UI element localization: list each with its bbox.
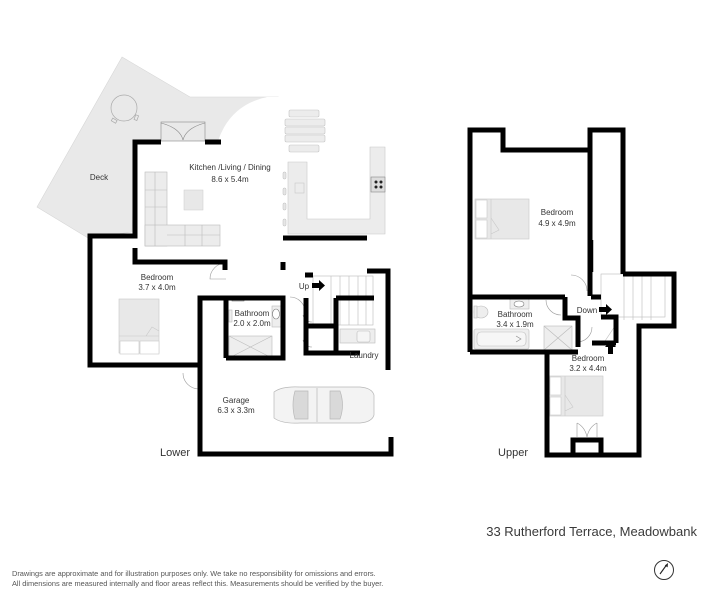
walls-lower xyxy=(87,139,394,457)
arrow-right-icon xyxy=(312,280,325,291)
room-name-bathroom-upper: Bathroom xyxy=(498,310,533,319)
walls-upper xyxy=(467,127,677,458)
room-name-bathroom-lower: Bathroom xyxy=(235,309,270,318)
property-address: 33 Rutherford Terrace, Meadowbank xyxy=(486,524,697,539)
room-size-bedroom-lower: 3.7 x 4.0m xyxy=(138,283,176,292)
bed-icon xyxy=(474,198,530,240)
cooktop-icon xyxy=(370,176,386,193)
room-name-kitchen: Kitchen /Living / Dining xyxy=(189,163,270,172)
room-name-deck: Deck xyxy=(90,173,109,182)
stairs-label-down: Down xyxy=(577,306,597,315)
room-name-garage: Garage xyxy=(223,396,250,405)
car-icon xyxy=(273,386,375,424)
bathroom-fixtures xyxy=(473,298,573,351)
north-arrow-icon xyxy=(654,560,674,580)
upper-floor xyxy=(467,127,677,458)
room-name-laundry: Laundry xyxy=(350,351,379,360)
bar-stools xyxy=(282,171,287,227)
disclaimer-line-2: All dimensions are measured internally a… xyxy=(12,579,384,588)
kitchen-bench xyxy=(287,146,386,235)
bed-icon xyxy=(548,375,604,417)
french-door xyxy=(160,121,206,142)
room-size-bedroom-upper-2: 3.2 x 4.4m xyxy=(569,364,607,373)
arrow-up-icon xyxy=(605,341,616,354)
room-size-kitchen: 8.6 x 5.4m xyxy=(211,175,249,184)
arrow-right-icon xyxy=(599,304,612,315)
stairs-upper[interactable] xyxy=(600,273,666,345)
coffee-table-icon xyxy=(183,189,204,211)
lower-floor xyxy=(36,56,394,457)
bed-icon xyxy=(118,298,160,355)
room-size-garage: 6.3 x 3.3m xyxy=(217,406,255,415)
dining-table-icon xyxy=(284,109,326,153)
room-name-bedroom-upper-1: Bedroom xyxy=(541,208,574,217)
stairs-label-up: Up xyxy=(299,282,310,291)
laundry-tub-icon xyxy=(339,328,376,344)
floor-label-lower: Lower xyxy=(160,447,190,459)
room-size-bathroom-upper: 3.4 x 1.9m xyxy=(496,320,534,329)
floor-label-upper: Upper xyxy=(498,447,528,459)
room-size-bathroom-lower: 2.0 x 2.0m xyxy=(233,319,271,328)
room-size-bedroom-upper-1: 4.9 x 4.9m xyxy=(538,219,576,228)
sofa-icon xyxy=(144,171,221,247)
room-name-bedroom-upper-2: Bedroom xyxy=(572,354,605,363)
disclaimer: Drawings are approximate and for illustr… xyxy=(12,569,383,589)
room-name-bedroom-lower: Bedroom xyxy=(141,273,174,282)
outdoor-table-icon xyxy=(110,94,140,124)
disclaimer-line-1: Drawings are approximate and for illustr… xyxy=(12,569,376,578)
